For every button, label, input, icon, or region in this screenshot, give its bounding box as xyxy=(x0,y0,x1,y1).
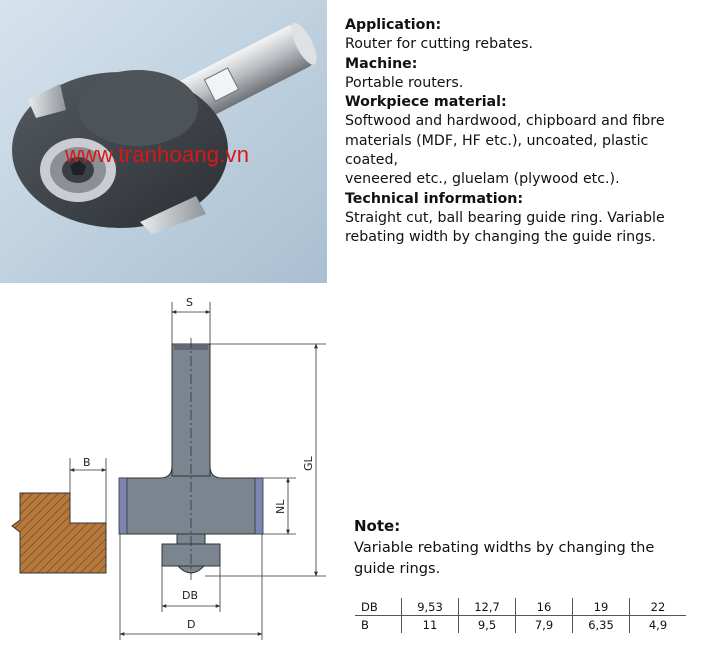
s-label: S xyxy=(186,296,193,309)
row-label: DB xyxy=(355,598,402,616)
guide-ring-left xyxy=(118,477,128,535)
row-label: B xyxy=(361,617,369,632)
spec-table: DB 9,53 12,7 16 19 22 B 11 9,5 7,9 6,35 … xyxy=(355,598,686,633)
watermark-text: www.tranhoang.vn xyxy=(65,142,250,167)
table-cell: 9,5 xyxy=(458,615,516,633)
table-cell: 22 xyxy=(629,598,686,616)
table-cell: 16 xyxy=(515,598,573,616)
d-label: D xyxy=(187,618,195,631)
table-row-db: DB 9,53 12,7 16 19 22 xyxy=(355,598,686,616)
workpiece-text-line: materials (MDF, HF etc.), uncoated, plas… xyxy=(345,132,649,169)
workpiece-heading: Workpiece material: xyxy=(345,94,507,111)
product-photo: www.tranhoang.vn xyxy=(0,0,327,283)
note-section: Note: Variable rebating widths by changi… xyxy=(354,516,704,579)
technical-text-line: rebating width by changing the guide rin… xyxy=(345,229,657,246)
technical-heading: Technical information: xyxy=(345,190,524,207)
table-cell: 19 xyxy=(572,598,630,616)
note-line: guide rings. xyxy=(354,560,441,577)
machine-heading: Machine: xyxy=(345,55,418,72)
table-row-b: B 11 9,5 7,9 6,35 4,9 xyxy=(355,615,686,633)
note-line: Variable rebating widths by changing the xyxy=(354,539,655,556)
table-cell: 7,9 xyxy=(515,615,573,633)
gl-label: GL xyxy=(302,455,315,471)
table-cell: 11 xyxy=(401,615,459,633)
db-label: DB xyxy=(182,589,198,602)
table-cell: 12,7 xyxy=(458,598,516,616)
nl-label: NL xyxy=(274,499,287,514)
router-bit-illustration xyxy=(0,0,327,283)
table-cell: 4,9 xyxy=(629,615,686,633)
application-heading: Application: xyxy=(345,17,442,33)
machine-text: Portable routers. xyxy=(345,74,464,91)
technical-text-line: Straight cut, ball bearing guide ring. V… xyxy=(345,209,665,226)
workpiece-text-line: Softwood and hardwood, chipboard and fib… xyxy=(345,113,665,130)
technical-drawing: B S GL NL DB xyxy=(0,288,340,652)
note-heading: Note: xyxy=(354,517,401,535)
table-cell: 9,53 xyxy=(401,598,459,616)
workpiece-wood xyxy=(11,492,107,574)
workpiece-text-line: veneered etc., gluelam (plywood etc.). xyxy=(345,171,620,188)
application-text: Router for cutting rebates. xyxy=(345,36,534,53)
screw-head xyxy=(176,565,206,574)
b-label: B xyxy=(83,456,91,469)
product-description: Application: Router for cutting rebates.… xyxy=(345,16,705,248)
table-cell: 6,35 xyxy=(572,615,630,633)
guide-ring-right xyxy=(254,477,264,535)
